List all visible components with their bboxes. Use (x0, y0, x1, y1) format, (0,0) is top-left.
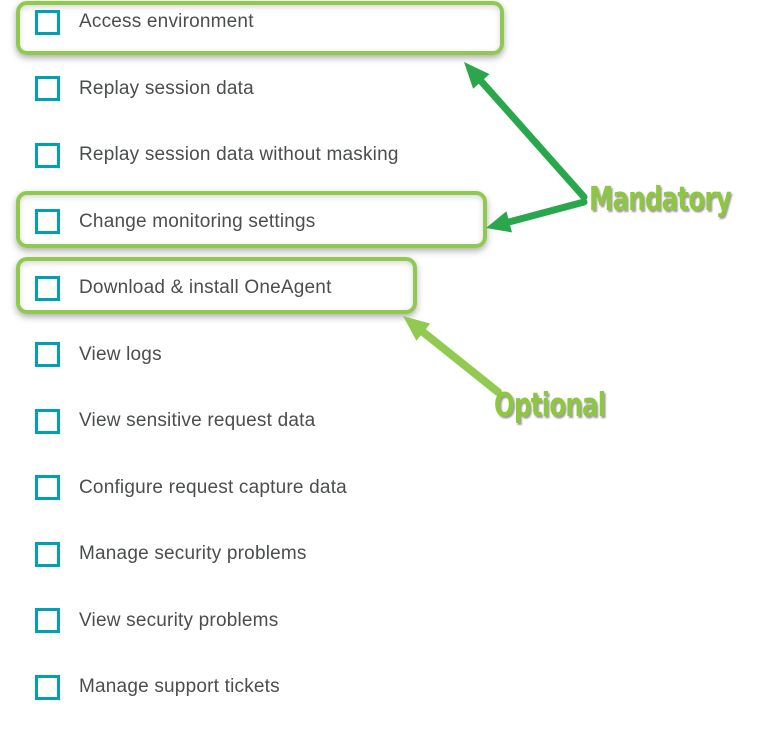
mandatory-arrow-2-head (486, 211, 512, 233)
permission-checkbox[interactable] (35, 9, 60, 35)
permission-label: View sensitive request data (79, 410, 316, 431)
permission-checkbox[interactable] (35, 209, 60, 234)
permission-row[interactable]: View logs (35, 342, 162, 368)
permission-checkbox[interactable] (35, 674, 60, 700)
optional-arrow-shaft (419, 328, 502, 396)
permission-row[interactable]: Replay session data (35, 76, 254, 102)
permission-label: Replay session data without masking (79, 144, 399, 165)
permission-row[interactable]: Download & install OneAgent (35, 275, 332, 301)
permission-label: View logs (79, 343, 162, 365)
permission-checkbox[interactable] (35, 142, 60, 168)
optional-annotation-label: Optional (494, 385, 606, 424)
mandatory-annotation-label: Mandatory (589, 179, 732, 218)
permission-checkbox[interactable] (35, 342, 60, 367)
permission-row[interactable]: View sensitive request data (35, 408, 315, 434)
permission-row[interactable]: Change monitoring settings (35, 209, 316, 235)
permission-row[interactable]: Manage support tickets (35, 674, 280, 700)
permission-label: Manage support tickets (79, 676, 280, 697)
mandatory-arrow-2-shaft (505, 198, 588, 226)
permission-checkbox[interactable] (35, 541, 60, 567)
permission-label: Access environment (79, 11, 254, 32)
permission-label: Replay session data (79, 77, 254, 99)
permission-label: Download & install OneAgent (79, 277, 332, 298)
mandatory-arrow-1-head (464, 62, 490, 89)
permission-row[interactable]: Replay session data without masking (35, 142, 399, 168)
permission-label: Change monitoring settings (79, 210, 316, 232)
mandatory-arrow-1-shaft (477, 77, 588, 201)
permission-checkbox[interactable] (35, 408, 60, 434)
permission-label: View security problems (79, 609, 279, 631)
permission-row[interactable]: Configure request capture data (35, 475, 347, 501)
permission-row[interactable]: Manage security problems (35, 541, 307, 567)
optional-arrow-head (403, 316, 431, 341)
permission-row[interactable]: View security problems (35, 608, 278, 634)
permission-row[interactable]: Access environment (35, 9, 254, 35)
permission-checkbox[interactable] (35, 76, 60, 101)
permission-checkbox[interactable] (35, 275, 60, 301)
permission-label: Manage security problems (79, 543, 307, 564)
permission-label: Configure request capture data (79, 476, 347, 498)
permission-checkbox[interactable] (35, 608, 60, 633)
permission-checkbox[interactable] (35, 475, 60, 500)
